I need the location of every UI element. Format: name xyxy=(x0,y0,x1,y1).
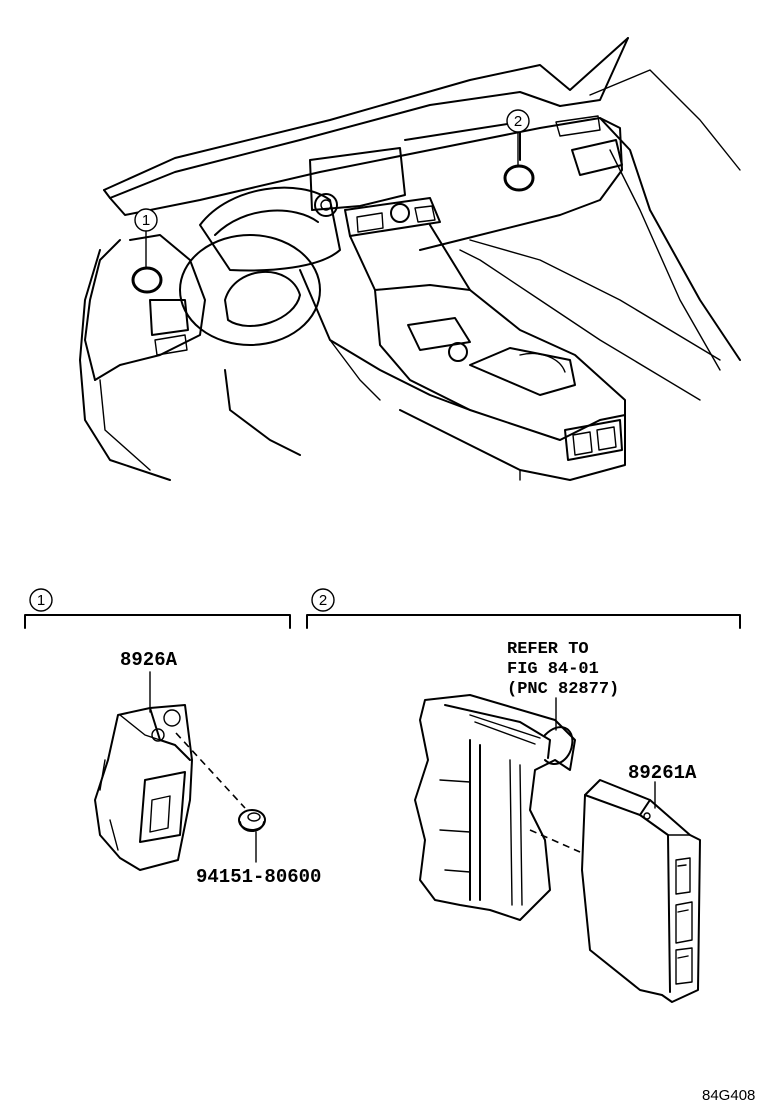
dashboard-illustration xyxy=(79,37,741,481)
part-label-89261A: 89261A xyxy=(628,762,697,784)
section-2-label: 2 xyxy=(319,592,327,609)
dash-module-line xyxy=(529,829,581,853)
bracket-part xyxy=(414,694,576,921)
section-1-label: 1 xyxy=(37,592,45,609)
bolt-part xyxy=(238,809,266,832)
computer-module-left xyxy=(94,704,193,871)
part-label-8926A: 8926A xyxy=(120,649,178,671)
reference-line-3: (PNC 82877) xyxy=(507,680,619,699)
callout-2-label: 2 xyxy=(514,113,522,130)
reference-line-2: FIG 84-01 xyxy=(507,660,599,679)
section-2-header: 2 xyxy=(306,588,741,629)
callout-1: 1 xyxy=(131,208,163,294)
figure-code: 84G408 xyxy=(702,1087,755,1104)
callout-2: 2 xyxy=(503,109,535,192)
part-label-94151-80600: 94151-80600 xyxy=(196,866,321,888)
dash-bolt-line xyxy=(175,732,246,809)
callout-1-label: 1 xyxy=(142,212,150,229)
computer-module-right xyxy=(581,779,701,1003)
reference-line-1: REFER TO xyxy=(507,640,589,659)
section-1-header: 1 xyxy=(24,588,291,629)
